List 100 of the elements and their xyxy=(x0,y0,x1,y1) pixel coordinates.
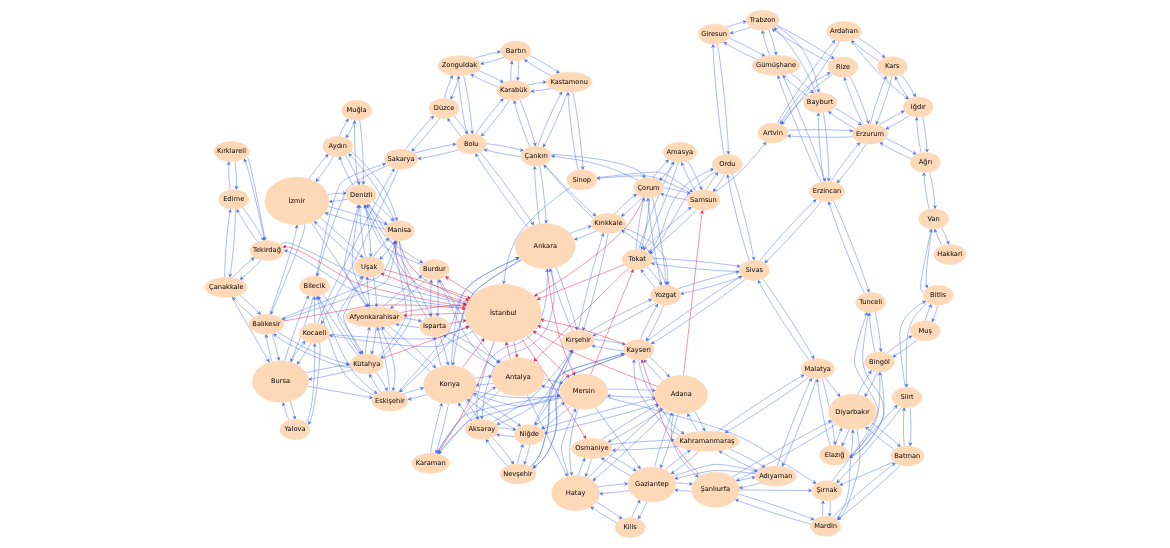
arrow xyxy=(738,482,761,490)
arrow xyxy=(536,264,624,301)
arrow xyxy=(389,278,428,309)
arrow xyxy=(631,499,640,518)
arrow xyxy=(824,377,840,397)
arrow xyxy=(731,173,755,261)
arrow xyxy=(572,91,584,171)
arrow xyxy=(875,76,892,125)
arrow xyxy=(822,112,830,182)
arrow xyxy=(613,193,637,215)
arrow xyxy=(645,304,664,342)
arrow xyxy=(443,75,453,99)
arrow xyxy=(637,501,648,520)
arrow xyxy=(380,326,431,372)
arrow xyxy=(857,37,885,58)
arrow xyxy=(444,276,474,295)
arrow xyxy=(527,80,547,86)
arrow xyxy=(886,335,912,354)
arrow xyxy=(848,312,878,456)
arrow xyxy=(679,276,742,295)
arrow xyxy=(867,312,875,353)
arrow xyxy=(328,199,348,204)
arrow xyxy=(725,174,750,262)
arrow xyxy=(790,73,814,94)
arrow xyxy=(532,267,629,362)
arrow xyxy=(296,342,311,365)
arrow xyxy=(439,335,449,366)
arrow xyxy=(485,143,524,152)
arrow xyxy=(834,427,842,446)
arrow xyxy=(376,326,390,391)
arrow xyxy=(515,60,520,81)
arrow xyxy=(652,159,669,179)
arrow xyxy=(712,174,725,192)
arrow xyxy=(475,383,494,387)
arrow xyxy=(760,30,770,56)
arrow xyxy=(729,27,751,35)
arrow xyxy=(473,374,492,379)
arrow xyxy=(631,359,680,436)
arrow xyxy=(864,371,878,397)
arrow xyxy=(639,303,658,340)
arrow xyxy=(658,161,676,181)
arrow xyxy=(904,302,928,388)
arrow xyxy=(598,490,630,496)
arrow xyxy=(501,186,571,285)
arrow xyxy=(620,196,643,217)
arrow xyxy=(474,98,504,135)
arrow xyxy=(874,311,882,352)
arrow xyxy=(651,258,741,268)
arrow xyxy=(921,116,929,153)
arrow xyxy=(857,370,872,395)
arrow xyxy=(725,20,747,28)
arrow xyxy=(223,209,232,278)
arrow xyxy=(269,224,305,315)
arrow xyxy=(375,372,388,392)
arrow xyxy=(403,317,422,323)
arrow xyxy=(548,268,572,332)
arrow xyxy=(686,413,698,432)
arrow xyxy=(387,325,436,369)
arrow xyxy=(738,488,812,493)
arrow xyxy=(640,269,656,288)
arrow xyxy=(768,29,777,56)
arrow xyxy=(474,153,528,228)
arrow xyxy=(523,59,552,77)
arrow xyxy=(595,501,622,520)
arrow xyxy=(921,172,929,210)
arrow xyxy=(841,429,849,447)
arrow xyxy=(827,500,831,517)
arrow xyxy=(394,322,420,328)
arrow xyxy=(931,305,938,323)
arrow xyxy=(326,191,347,195)
arrow xyxy=(338,118,349,137)
arrow xyxy=(940,227,949,245)
arrow xyxy=(519,99,536,147)
arrow xyxy=(338,156,354,187)
arrow xyxy=(308,154,328,180)
arrow xyxy=(469,74,498,88)
arrow xyxy=(512,100,530,148)
arrow xyxy=(532,166,540,224)
arrow xyxy=(820,500,825,517)
arrow xyxy=(597,482,628,488)
arrow xyxy=(483,148,521,157)
arrow xyxy=(269,224,298,315)
arrow xyxy=(713,141,766,193)
arrow xyxy=(836,143,866,184)
arrow xyxy=(664,449,691,471)
arrow xyxy=(379,326,395,392)
arrow xyxy=(849,75,869,125)
arrow xyxy=(914,116,921,153)
arrow xyxy=(637,359,684,435)
arrow xyxy=(838,461,894,486)
arrow xyxy=(231,296,254,318)
arrow xyxy=(410,117,440,152)
arrow xyxy=(850,40,880,62)
arrow xyxy=(833,107,862,126)
arrow xyxy=(650,262,739,272)
arrow xyxy=(728,37,765,57)
arrow xyxy=(537,325,564,336)
arrow xyxy=(226,161,230,190)
arrow xyxy=(312,296,316,324)
arrow xyxy=(716,43,730,155)
